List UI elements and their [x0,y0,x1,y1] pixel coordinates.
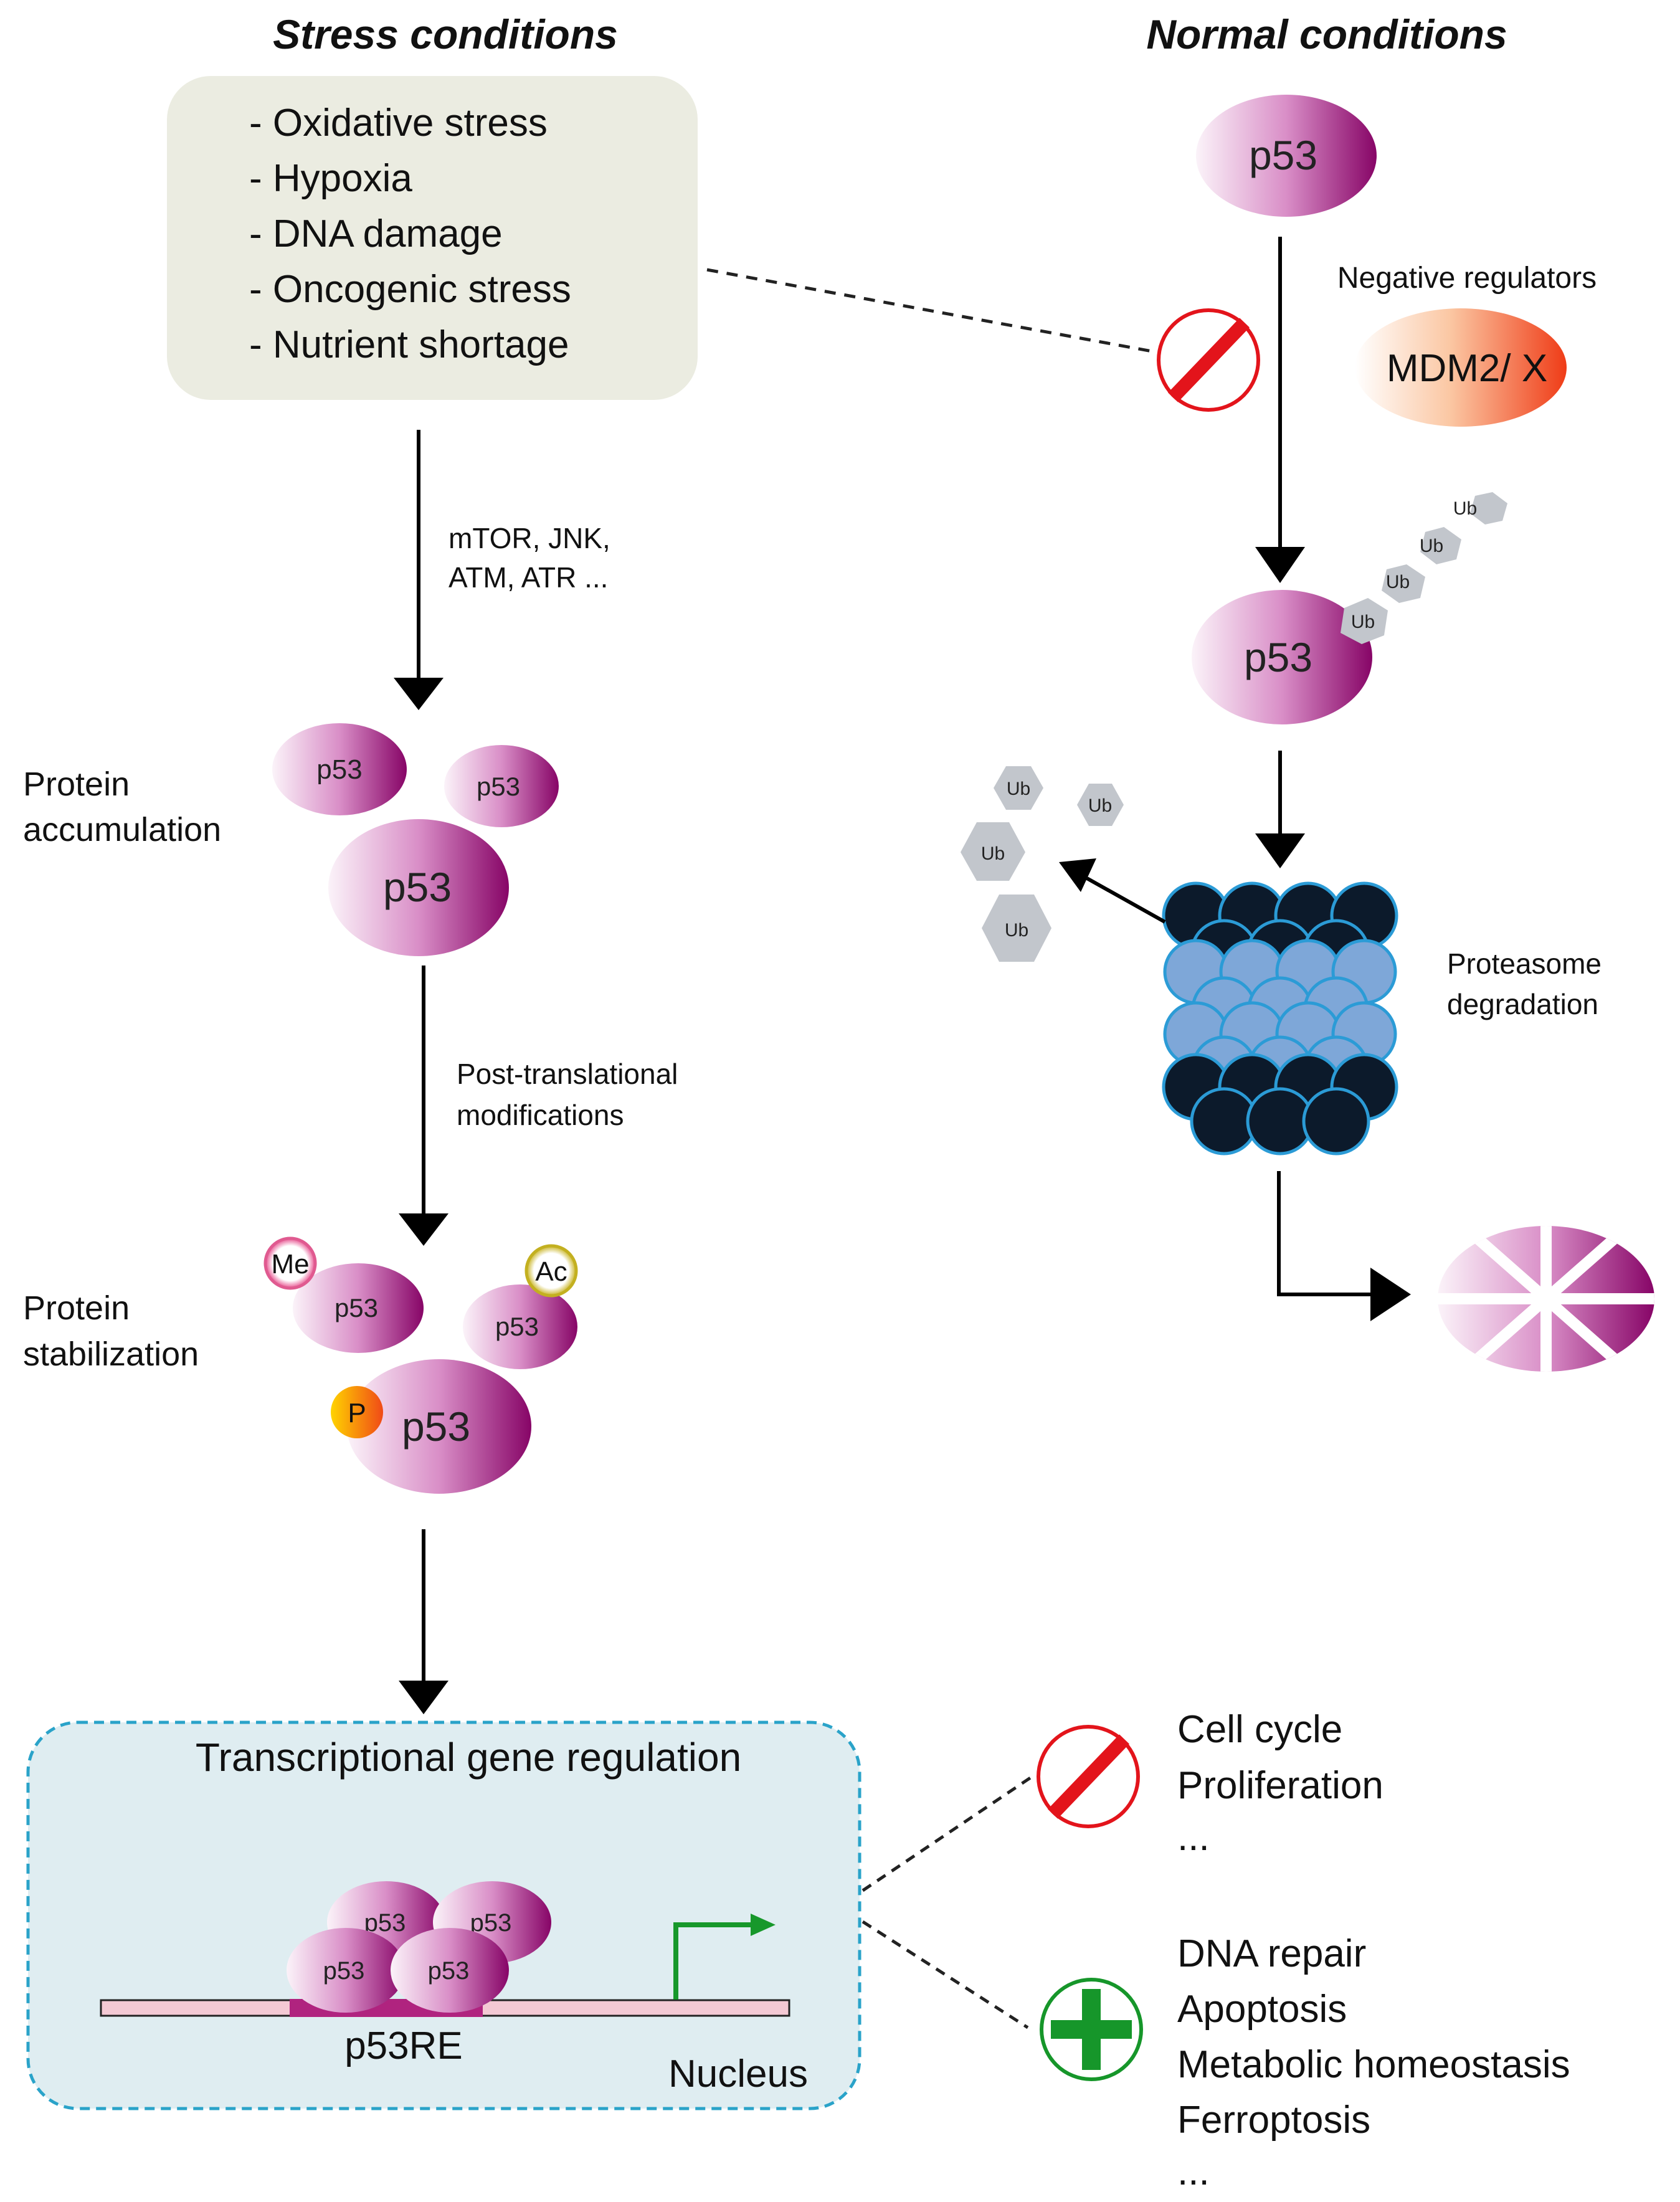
ubiquitin-label: Ub [1386,572,1410,592]
transcriptional-regulation-title: Transcriptional gene regulation [196,1735,741,1780]
mdm2-protein: MDM2/ X [1355,308,1567,427]
p53-label: p53 [335,1293,378,1322]
p53-accumulation-cluster: p53 p53 p53 [272,723,559,956]
protein-stabilization-label-line2: stabilization [23,1336,199,1373]
p53re-label: p53RE [344,2024,463,2067]
negative-regulators-label: Negative regulators [1337,262,1597,295]
stress-item-nutrient: - Nutrient shortage [249,323,569,366]
p53-tetramer: p53 p53 p53 p53 [287,1881,551,2013]
arrow-accumulation-to-stabilization [399,966,448,1246]
proteasome-icon [1162,881,1398,1156]
stress-conditions-title: Stress conditions [273,11,618,57]
transcription-start-arrow-icon [673,1914,776,2000]
proteasome-label-line1: Proteasome [1447,947,1602,980]
acetyl-label: Ac [535,1256,567,1287]
ubiquitin-chain: Ub Ub Ub Ub [1341,492,1507,644]
activated-outcome-apoptosis: Apoptosis [1177,1988,1347,2031]
p53-label: p53 [495,1312,539,1341]
ubiquitin-label: Ub [1005,920,1028,941]
stress-item-oncogenic: - Oncogenic stress [249,268,571,311]
inhibited-outcome-proliferation: Proliferation [1177,1764,1383,1807]
outcome-connector-inhibited [861,1773,1035,1892]
p53-label: p53 [1249,132,1317,178]
stress-box [167,76,698,400]
activated-outcome-dna-repair: DNA repair [1177,1932,1366,1975]
p53-label: p53 [470,1909,512,1937]
mdm2-label: MDM2/ X [1387,347,1547,390]
inhibited-outcome-more: ... [1177,1816,1210,1859]
ubiquitin-label: Ub [1351,612,1375,632]
stress-item-hypoxia: - Hypoxia [249,157,412,200]
activated-outcome-ferroptosis: Ferroptosis [1177,2099,1370,2142]
ubiquitin-label: Ub [1088,795,1112,816]
p53-label: p53 [383,864,452,910]
p53-label: p53 [1244,634,1312,680]
phospho-label: P [348,1398,366,1428]
p53-normal-top: p53 [1196,95,1377,217]
methylation-mark: Me [263,1236,317,1290]
proteasome-label-line2: degradation [1447,988,1598,1020]
ubiquitin-label: Ub [1007,779,1030,799]
methyl-label: Me [271,1249,309,1279]
arrow-to-peptide-fragments [1277,1171,1411,1321]
p53-label: p53 [477,772,520,801]
ubiquitin-label: Ub [1453,498,1477,519]
p53-label: p53 [316,754,362,785]
p53-label: p53 [323,1957,365,1985]
ptm-label-line1: Post-translational [457,1058,678,1090]
arrow-stress-to-accumulation [394,430,444,710]
p53-label: p53 [402,1403,470,1450]
stress-list: - Oxidative stress - Hypoxia - DNA damag… [249,102,571,366]
phosphorylation-mark: P [331,1386,383,1438]
activated-outcome-more: ... [1177,2150,1210,2193]
arrow-stabilization-to-nucleus [399,1529,448,1714]
protein-accumulation-label-line2: accumulation [23,811,221,848]
arrow-ubiquitin-release [1059,858,1166,924]
peptide-fragments-icon [1438,1226,1654,1372]
arrow-to-proteasome [1255,751,1305,868]
inhibit-icon [1037,1725,1140,1828]
protein-stabilization-label-line1: Protein [23,1289,130,1327]
kinases-label-line2: ATM, ATR ... [448,561,608,594]
normal-conditions-title: Normal conditions [1146,11,1507,57]
activated-outcome-metabolic: Metabolic homeostasis [1177,2043,1570,2086]
inhibit-icon [1157,308,1260,412]
inhibited-outcome-cell-cycle: Cell cycle [1177,1708,1342,1751]
p53-ubiquitinated: p53 Ub Ub Ub Ub [1192,492,1507,724]
p53-label: p53 [428,1957,470,1985]
arrow-p53-to-ubiquitination [1255,237,1305,583]
protein-accumulation-label-line1: Protein [23,766,130,803]
proteasome-ring-subunit [1302,1087,1370,1156]
nucleus-label: Nucleus [668,2053,808,2095]
ptm-label-line2: modifications [457,1099,624,1131]
stress-item-oxidative: - Oxidative stress [249,102,548,145]
acetylation-mark: Ac [524,1244,578,1298]
released-ubiquitin-group: Ub Ub Ub Ub [961,766,1124,962]
p53-stabilized-cluster: p53 p53 p53 Me Ac P [263,1236,578,1494]
stress-inhibition-dashed-line [706,268,1156,354]
ubiquitin-label: Ub [981,843,1005,864]
kinases-label-line1: mTOR, JNK, [448,522,610,554]
ubiquitin-label: Ub [1420,536,1443,556]
activate-icon [1040,1978,1143,2081]
stress-item-dna-damage: - DNA damage [249,212,503,255]
outcome-connector-activated [861,1920,1029,2029]
